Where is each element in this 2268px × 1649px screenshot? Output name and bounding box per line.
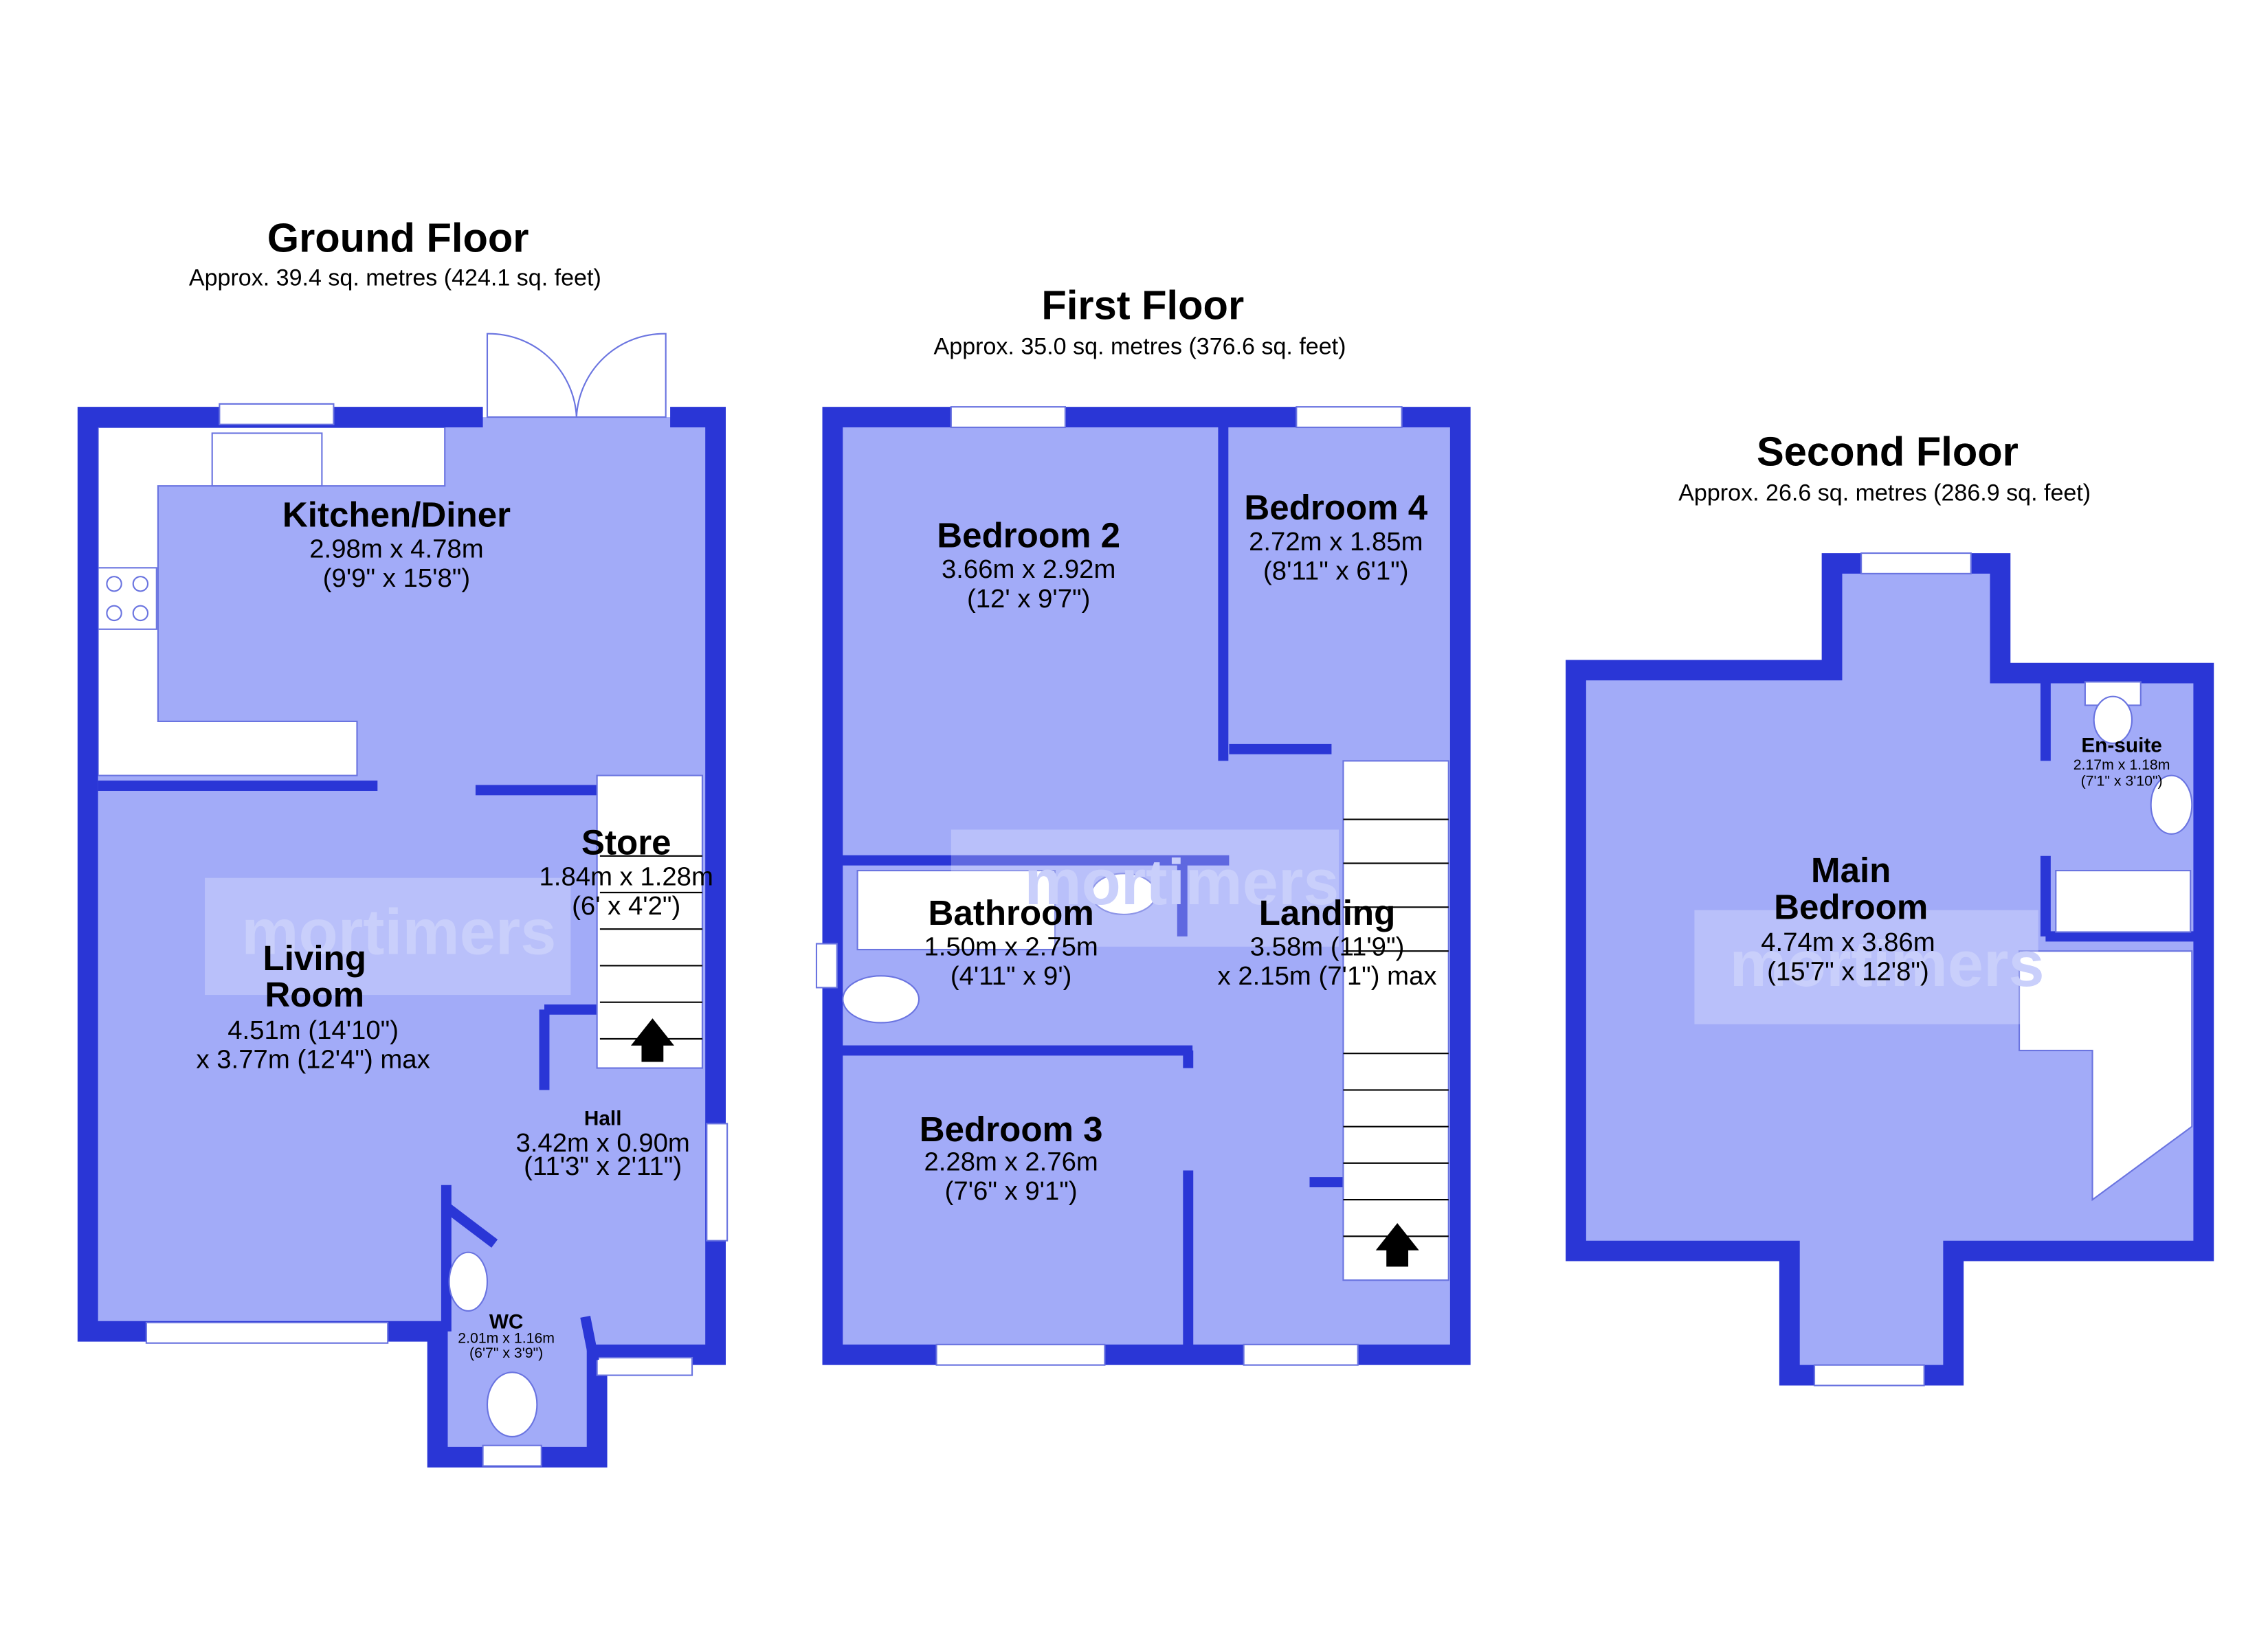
room-name: WC bbox=[489, 1310, 524, 1333]
ground-floor: Ground Floor Approx. 39.4 sq. metres (42… bbox=[77, 214, 729, 1468]
second-floor-outer-wall bbox=[1566, 553, 2214, 1386]
room-dim: (6' x 4'2") bbox=[572, 891, 680, 921]
wc-basin bbox=[448, 1251, 489, 1312]
watermark: mortimers bbox=[1024, 846, 1339, 918]
first-floor-title: First Floor bbox=[1041, 282, 1244, 328]
patio-doors[interactable] bbox=[486, 333, 667, 418]
room-dim: (11'3" x 2'11") bbox=[524, 1152, 682, 1181]
stair-arrow-icon: 🡅 bbox=[629, 1014, 677, 1066]
first-floor-area: Approx. 35.0 sq. metres (376.6 sq. feet) bbox=[934, 334, 1346, 360]
room-name: Main bbox=[1811, 851, 1891, 890]
room-dim: 3.42m x 0.90m bbox=[515, 1128, 689, 1158]
window bbox=[1243, 1343, 1359, 1366]
room-name: Hall bbox=[584, 1108, 622, 1130]
room-name: Store bbox=[581, 823, 671, 862]
first-floor: First Floor Approx. 35.0 sq. metres (376… bbox=[815, 282, 1471, 1366]
room-name: Bedroom 4 bbox=[1244, 488, 1427, 527]
staircase[interactable] bbox=[1342, 760, 1449, 1281]
window bbox=[219, 403, 335, 425]
room-name: Room bbox=[265, 975, 364, 1014]
bath bbox=[856, 870, 1056, 951]
room-dim: (6'7" x 3'9") bbox=[469, 1345, 543, 1361]
first-floor-outer-wall bbox=[822, 407, 1471, 1365]
room-name: Bedroom 3 bbox=[920, 1110, 1103, 1149]
room-dim: x 2.15m (7'1") max bbox=[1218, 961, 1437, 991]
room-dim: 2.17m x 1.18m bbox=[2074, 756, 2170, 773]
room-dim: 3.66m x 2.92m bbox=[942, 554, 1115, 584]
room-name: En-suite bbox=[2081, 734, 2162, 757]
second-floor: Second Floor Approx. 26.6 sq. metres (28… bbox=[1566, 428, 2214, 1387]
ground-floor-area-fill bbox=[87, 417, 716, 1457]
hob-icon bbox=[97, 567, 157, 630]
window bbox=[145, 1321, 389, 1344]
room-dim: 3.58m (11'9") bbox=[1250, 932, 1405, 962]
room-dim: 4.74m x 3.86m bbox=[1761, 928, 1935, 957]
room-dim: (12' x 9'7") bbox=[967, 584, 1090, 614]
room-dim: (9'9" x 15'8") bbox=[323, 563, 470, 593]
room-dim: 2.28m x 2.76m bbox=[924, 1147, 1098, 1177]
basin bbox=[2150, 774, 2193, 835]
staircase[interactable] bbox=[596, 774, 703, 1069]
second-floor-area: Approx. 26.6 sq. metres (286.9 sq. feet) bbox=[1678, 480, 2091, 506]
room-dim: (7'1" x 3'10") bbox=[2081, 773, 2163, 789]
room-name: Landing bbox=[1259, 893, 1396, 932]
room-dim: 2.98m x 4.78m bbox=[309, 534, 483, 563]
watermark-box bbox=[205, 877, 571, 996]
room-name: Bedroom 2 bbox=[937, 516, 1120, 555]
staircase[interactable] bbox=[2019, 950, 2193, 1202]
ground-floor-title: Ground Floor bbox=[267, 214, 529, 260]
watermark-box bbox=[950, 829, 1339, 947]
basin bbox=[1091, 873, 1157, 915]
room-dim: (15'7" x 12'8") bbox=[1767, 957, 1929, 987]
watermark: mortimers bbox=[241, 895, 556, 967]
wc-toilet bbox=[486, 1371, 538, 1438]
room-dim: 2.01m x 1.16m bbox=[458, 1330, 555, 1347]
room-dim: (8'11" x 6'1") bbox=[1263, 556, 1408, 585]
window bbox=[706, 1123, 729, 1242]
front-door[interactable] bbox=[596, 1356, 693, 1376]
room-name: Bathroom bbox=[929, 893, 1094, 932]
stair-arrow-icon: 🡅 bbox=[1373, 1220, 1421, 1272]
shower-tray bbox=[2055, 870, 2192, 933]
room-dim: x 3.77m (12'4") max bbox=[196, 1044, 430, 1074]
toilet bbox=[2093, 695, 2133, 744]
room-name: Living bbox=[263, 939, 366, 978]
second-floor-title: Second Floor bbox=[1757, 428, 2019, 474]
window bbox=[482, 1444, 542, 1467]
window bbox=[1860, 552, 1972, 574]
window bbox=[950, 406, 1066, 429]
room-dim: 1.84m x 1.28m bbox=[540, 862, 713, 891]
ground-floor-area: Approx. 39.4 sq. metres (424.1 sq. feet) bbox=[189, 265, 601, 291]
window bbox=[1813, 1364, 1925, 1387]
room-dim: 1.50m x 2.75m bbox=[924, 932, 1098, 962]
room-name: Bedroom bbox=[1774, 887, 1928, 926]
room-name: Kitchen/Diner bbox=[282, 495, 511, 535]
room-dim: 4.51m (14'10") bbox=[227, 1016, 399, 1045]
room-dim: 2.72m x 1.85m bbox=[1249, 527, 1423, 557]
room-dim: (4'11" x 9') bbox=[950, 961, 1072, 991]
window bbox=[815, 943, 838, 989]
kitchen-sink bbox=[211, 432, 323, 487]
room-dim: (7'6" x 9'1") bbox=[945, 1176, 1078, 1206]
watermark-box bbox=[1694, 910, 2038, 1024]
kitchen-counter bbox=[97, 426, 446, 776]
window bbox=[1296, 406, 1403, 429]
toilet bbox=[842, 975, 920, 1024]
window bbox=[935, 1343, 1106, 1366]
watermark: mortimers bbox=[1730, 928, 2045, 1000]
